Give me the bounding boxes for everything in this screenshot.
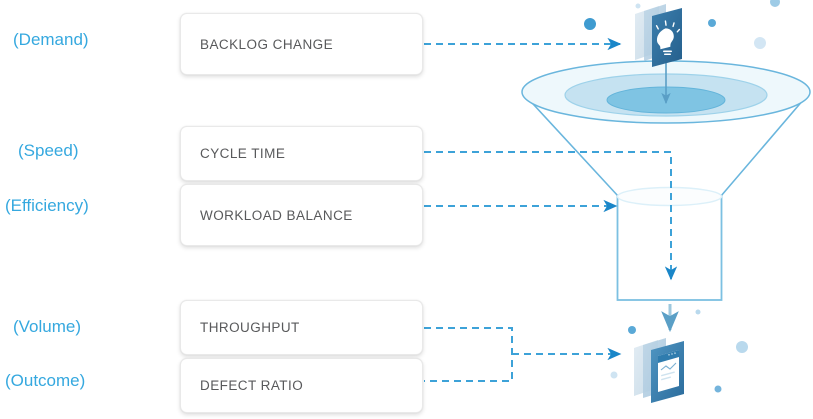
metric-box-throughput[interactable]: THROUGHPUT [180,300,423,355]
metric-box-backlog-change[interactable]: BACKLOG CHANGE [180,13,423,75]
metric-box-defect-ratio[interactable]: DEFECT RATIO [180,358,423,413]
metric-label-defect-ratio: DEFECT RATIO [200,378,304,393]
decorative-dots-top [584,0,780,49]
metric-box-workload-balance[interactable]: WORKLOAD BALANCE [180,184,423,246]
metric-label-cycle-time: CYCLE TIME [200,146,286,161]
decorative-dots-bottom [610,309,748,393]
category-label-efficiency: (Efficiency) [5,196,89,215]
category-label-volume: (Volume) [13,317,82,336]
metric-label-backlog-change: BACKLOG CHANGE [200,36,334,52]
metric-box-cycle-time[interactable]: CYCLE TIME [180,126,423,181]
report-window-card-icon [634,338,684,403]
connector-cycle-time [424,151,678,281]
funnel-flow-arrows [661,58,679,333]
metric-label-workload-balance: WORKLOAD BALANCE [200,207,353,223]
category-label-outcome: (Outcome) [5,371,86,390]
category-label-demand: (Demand) [13,30,89,49]
connector-throughput-defect-merge [424,327,513,382]
lightbulb-card-icon [635,4,682,67]
category-label-speed: (Speed) [18,141,79,160]
metric-label-throughput: THROUGHPUT [200,320,300,335]
funnel-icon [521,60,811,301]
